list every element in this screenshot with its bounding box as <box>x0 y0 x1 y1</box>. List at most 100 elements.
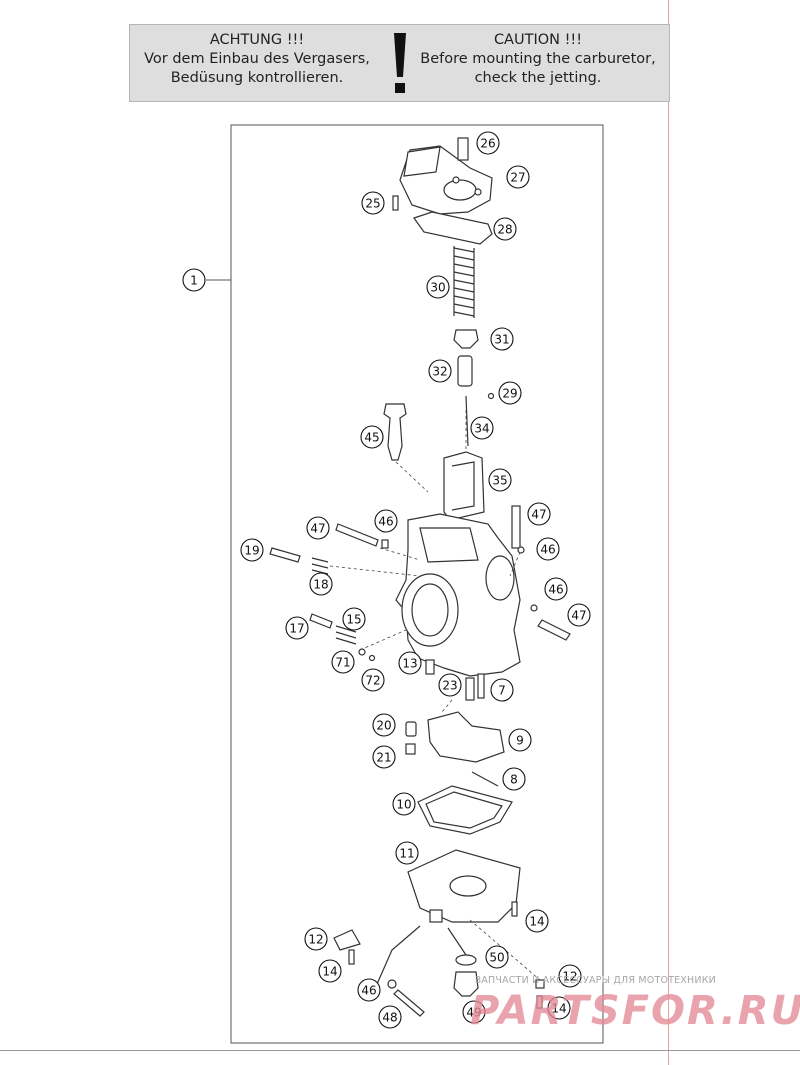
callout-46: 46 <box>536 537 560 561</box>
callout-circle <box>498 381 522 405</box>
callout-15: 15 <box>342 607 366 631</box>
callout-number: 72 <box>365 673 380 687</box>
callout-circle <box>372 713 396 737</box>
callout-circle <box>476 131 500 155</box>
callout-48: 48 <box>378 1005 402 1029</box>
callout-circle <box>426 275 450 299</box>
callout-number: 14 <box>551 1001 566 1015</box>
cap-gasket <box>413 211 493 245</box>
bottom-rule <box>0 1050 800 1051</box>
callout-circle <box>392 792 416 816</box>
callout-circle <box>536 537 560 561</box>
callout-21: 21 <box>372 745 396 769</box>
throttle-spring <box>453 246 475 318</box>
callout-number: 19 <box>244 543 259 557</box>
warning-de-line: ACHTUNG !!! <box>209 32 305 48</box>
callout-number: 47 <box>310 521 325 535</box>
callout-circle <box>372 745 396 769</box>
drain-plug <box>453 971 479 997</box>
callout-number: 21 <box>376 750 391 764</box>
pilot-jet <box>425 659 435 675</box>
callout-number: 26 <box>480 136 495 150</box>
callout-11: 11 <box>395 841 419 865</box>
callout-circle <box>547 996 571 1020</box>
callout-circle <box>374 509 398 533</box>
callout-circle <box>506 165 530 189</box>
callout-circle <box>544 577 568 601</box>
callout-number: 34 <box>474 421 489 435</box>
callout-12: 12 <box>558 964 582 988</box>
callout-number: 35 <box>492 473 507 487</box>
spring-seat <box>453 329 479 349</box>
page-margin-line <box>668 0 669 1065</box>
air-screw <box>309 613 333 629</box>
callout-circle <box>488 468 512 492</box>
callout-circle <box>470 416 494 440</box>
exclamation-icon <box>394 33 406 93</box>
callout-circle <box>182 268 206 292</box>
callout-29: 29 <box>498 381 522 405</box>
callout-circle <box>309 572 333 596</box>
needle-clip <box>487 392 495 400</box>
callout-number: 7 <box>498 683 506 697</box>
callout-number: 12 <box>308 932 323 946</box>
callout-number: 49 <box>466 1005 481 1019</box>
callout-number: 12 <box>562 969 577 983</box>
callout-number: 15 <box>346 612 361 626</box>
callout-number: 14 <box>322 964 337 978</box>
callout-number: 48 <box>382 1010 397 1024</box>
callout-12: 12 <box>304 927 328 951</box>
air-spring <box>335 625 357 645</box>
callout-circle <box>438 673 462 697</box>
watermark-tagline: ЗАПЧАСТИ И АКСЕССУАРЫ ДЛЯ МОТОТЕХНИКИ <box>475 975 716 986</box>
callout-number: 13 <box>402 656 417 670</box>
callout-circle <box>490 327 514 351</box>
callout-circle <box>361 191 385 215</box>
throttle-slide <box>443 451 485 521</box>
callout-number: 31 <box>494 332 509 346</box>
o-ring <box>455 954 477 966</box>
callout-circle <box>567 603 591 627</box>
callout-circle <box>508 728 532 752</box>
callout-14: 14 <box>318 959 342 983</box>
callout-number: 47 <box>531 507 546 521</box>
callout-number: 8 <box>510 772 518 786</box>
callout-number: 23 <box>442 678 457 692</box>
callout-18: 18 <box>309 572 333 596</box>
callout-number: 46 <box>378 514 393 528</box>
callout-number: 32 <box>432 364 447 378</box>
needle-holder <box>457 355 473 387</box>
assembly-frame <box>230 124 604 1044</box>
callout-number: 71 <box>335 655 350 669</box>
callout-circle <box>285 616 309 640</box>
callout-circle <box>304 927 328 951</box>
callout-26: 26 <box>476 131 500 155</box>
callout-number: 50 <box>489 950 504 964</box>
callout-circle <box>398 651 422 675</box>
callout-46: 46 <box>544 577 568 601</box>
callout-circle <box>378 1005 402 1029</box>
callout-circle <box>527 502 551 526</box>
callout-number: 27 <box>510 170 525 184</box>
callout-number: 18 <box>313 577 328 591</box>
callout-circle <box>525 909 549 933</box>
callout-49: 49 <box>462 1000 486 1024</box>
callout-35: 35 <box>488 468 512 492</box>
callout-46: 46 <box>374 509 398 533</box>
callout-number: 47 <box>571 608 586 622</box>
callout-9: 9 <box>508 728 532 752</box>
callout-27: 27 <box>506 165 530 189</box>
callout-number: 17 <box>289 621 304 635</box>
main-jet-holder <box>465 677 475 701</box>
hot-start-plunger <box>383 403 407 461</box>
callout-circle <box>428 359 452 383</box>
callout-circle <box>558 964 582 988</box>
idle-spring <box>311 557 329 575</box>
callout-19: 19 <box>240 538 264 562</box>
callout-71: 71 <box>331 650 355 674</box>
callout-circle <box>306 516 330 540</box>
callout-circle <box>342 607 366 631</box>
callout-circle <box>361 668 385 692</box>
callout-number: 1 <box>190 273 198 287</box>
callout-number: 10 <box>396 797 411 811</box>
